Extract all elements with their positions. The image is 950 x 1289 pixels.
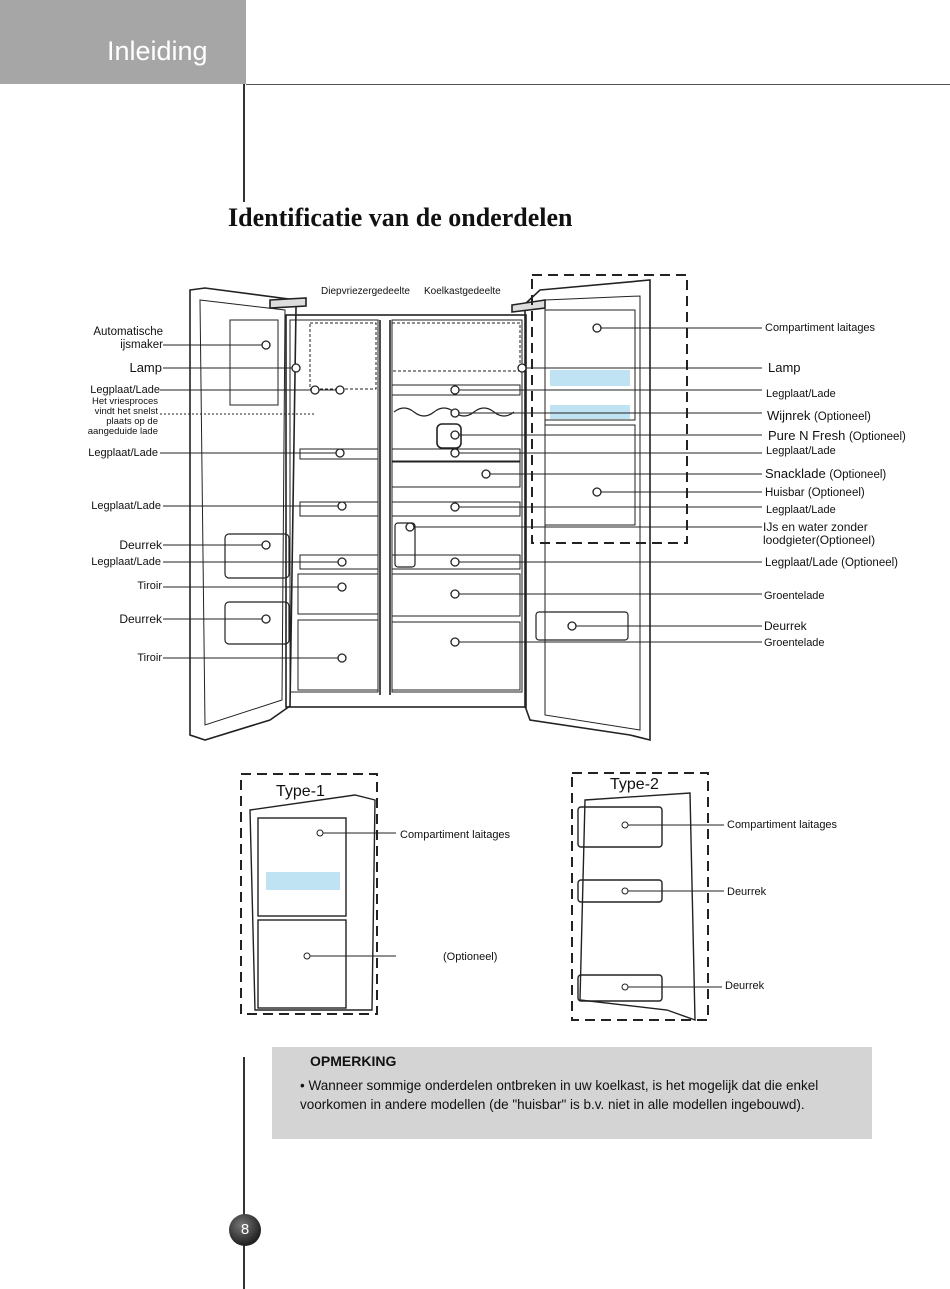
type2-label-dairy: Compartiment laitages bbox=[727, 819, 838, 831]
type2-label-door-rack-2: Deurrek bbox=[725, 980, 765, 992]
label-freeze-note: Het vriesproces vindt het snelst plaats … bbox=[87, 396, 158, 437]
margin-rule-bottom bbox=[243, 1057, 245, 1289]
section-title: Inleiding bbox=[107, 36, 208, 66]
note-text: • Wanneer sommige onderdelen ontbreken i… bbox=[300, 1078, 819, 1112]
label-door-rack-right: Deurrek bbox=[764, 619, 807, 633]
label-veg-drawer-1: Groentelade bbox=[764, 590, 825, 602]
note-heading: OPMERKING bbox=[310, 1053, 397, 1069]
label-dairy: Compartiment laitages bbox=[765, 322, 876, 334]
label-ice-maker: Automatische ijsmaker bbox=[93, 326, 163, 351]
type2-label-door-rack-1: Deurrek bbox=[727, 886, 767, 898]
label-drawer-left-2: Tiroir bbox=[137, 652, 162, 664]
label-door-rack-left-1: Deurrek bbox=[119, 538, 162, 552]
label-huisbar: Huisbar (Optioneel) bbox=[765, 487, 865, 499]
note-box: OPMERKING • Wanneer sommige onderdelen o… bbox=[272, 1047, 872, 1139]
label-shelf-right-1: Legplaat/Lade bbox=[766, 388, 836, 400]
page-title: Identificatie van de onderdelen bbox=[228, 203, 573, 232]
label-lamp-right: Lamp bbox=[768, 360, 801, 375]
type1-label-dairy: Compartiment laitages bbox=[400, 829, 511, 841]
label-veg-drawer-2: Groentelade bbox=[764, 637, 825, 649]
label-wine-rack: Wijnrek (Optioneel) bbox=[767, 408, 871, 423]
label-lamp-left: Lamp bbox=[129, 360, 162, 375]
type1-label-optional: (Optioneel) bbox=[443, 951, 498, 963]
label-shelf-right-3: Legplaat/Lade bbox=[766, 504, 836, 516]
header-rule bbox=[246, 84, 950, 85]
cabinet-outline bbox=[285, 314, 527, 708]
type2-title: Type-2 bbox=[610, 776, 659, 793]
label-shelf-right-4: Legplaat/Lade (Optioneel) bbox=[765, 557, 898, 569]
freezer-section-label: Diepvriezergedeelte bbox=[321, 286, 410, 297]
page-number: 8 bbox=[229, 1214, 261, 1246]
type1-title: Type-1 bbox=[276, 783, 325, 800]
section-tab: Inleiding bbox=[0, 0, 246, 84]
label-door-rack-left-2: Deurrek bbox=[119, 612, 162, 626]
label-snack-drawer: Snacklade (Optioneel) bbox=[765, 466, 887, 481]
label-shelf-left-4: Legplaat/Lade bbox=[91, 556, 161, 568]
fridge-section-label: Koelkastgedeelte bbox=[424, 286, 501, 297]
label-drawer-left-1: Tiroir bbox=[137, 580, 162, 592]
label-pure-n-fresh: Pure N Fresh (Optioneel) bbox=[768, 428, 906, 443]
label-ice-water: IJs en water zonder loodgieter(Optioneel… bbox=[763, 520, 876, 547]
label-shelf-left-1: Legplaat/Lade bbox=[90, 384, 160, 396]
label-shelf-left-2: Legplaat/Lade bbox=[88, 447, 158, 459]
label-shelf-right-2: Legplaat/Lade bbox=[766, 445, 836, 457]
margin-rule-top bbox=[243, 84, 245, 202]
label-shelf-left-3: Legplaat/Lade bbox=[91, 500, 161, 512]
